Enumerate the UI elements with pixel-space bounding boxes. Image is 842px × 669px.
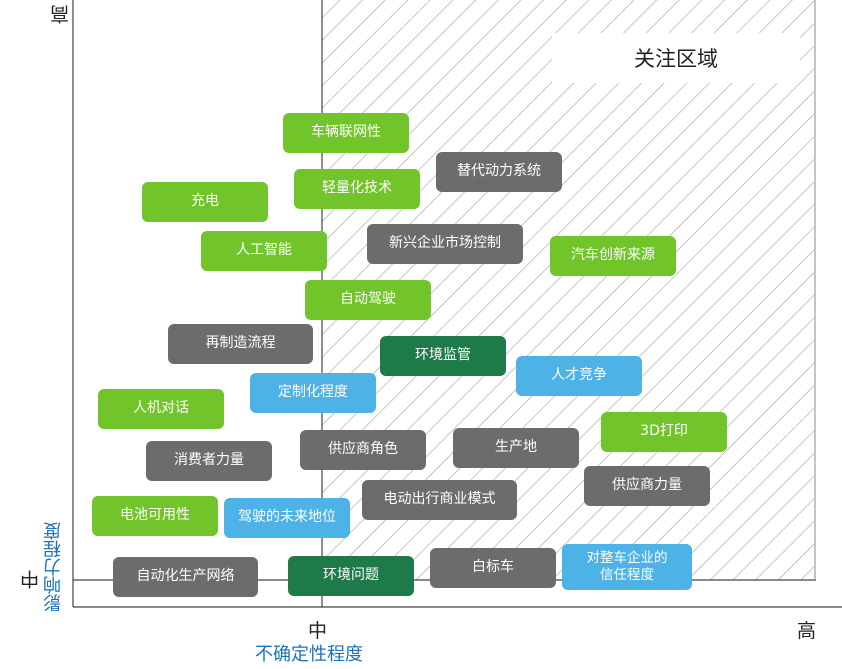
item-box: 车辆联网性 (283, 113, 409, 153)
item-box: 3D打印 (601, 412, 727, 452)
x-axis-title: 不确定性程度 (255, 644, 363, 665)
x-axis-mid-label: 中 (308, 620, 328, 642)
y-axis-mid-label: 中 (20, 570, 42, 589)
item-box: 生产地 (453, 428, 579, 468)
y-axis-title: 影响力程度 (43, 522, 64, 612)
y-axis-high-label: 高 (50, 5, 72, 24)
item-box: 对整车企业的信任程度 (562, 544, 692, 590)
item-box: 消费者力量 (146, 441, 272, 481)
item-box: 自动化生产网络 (113, 557, 258, 597)
item-box: 自动驾驶 (305, 280, 431, 320)
item-box: 人才竞争 (516, 356, 642, 396)
item-box: 定制化程度 (250, 373, 376, 413)
item-box: 新兴企业市场控制 (367, 224, 523, 264)
item-box: 供应商角色 (300, 430, 426, 470)
item-box: 驾驶的未来地位 (224, 498, 350, 538)
item-box: 汽车创新来源 (550, 236, 676, 276)
item-box: 人机对话 (98, 389, 224, 429)
item-box: 环境问题 (288, 556, 414, 596)
item-box: 电池可用性 (92, 496, 218, 536)
x-axis-high-label: 高 (797, 620, 817, 642)
item-box: 轻量化技术 (294, 169, 420, 209)
item-box: 环境监管 (380, 336, 506, 376)
item-box: 电动出行商业模式 (362, 480, 517, 520)
item-box: 再制造流程 (168, 324, 313, 364)
focus-area-label: 关注区域 (552, 33, 800, 83)
item-box: 人工智能 (201, 231, 327, 271)
item-box: 替代动力系统 (436, 152, 562, 192)
item-box: 白标车 (430, 548, 556, 588)
item-box: 充电 (142, 182, 268, 222)
item-box: 供应商力量 (584, 466, 710, 506)
